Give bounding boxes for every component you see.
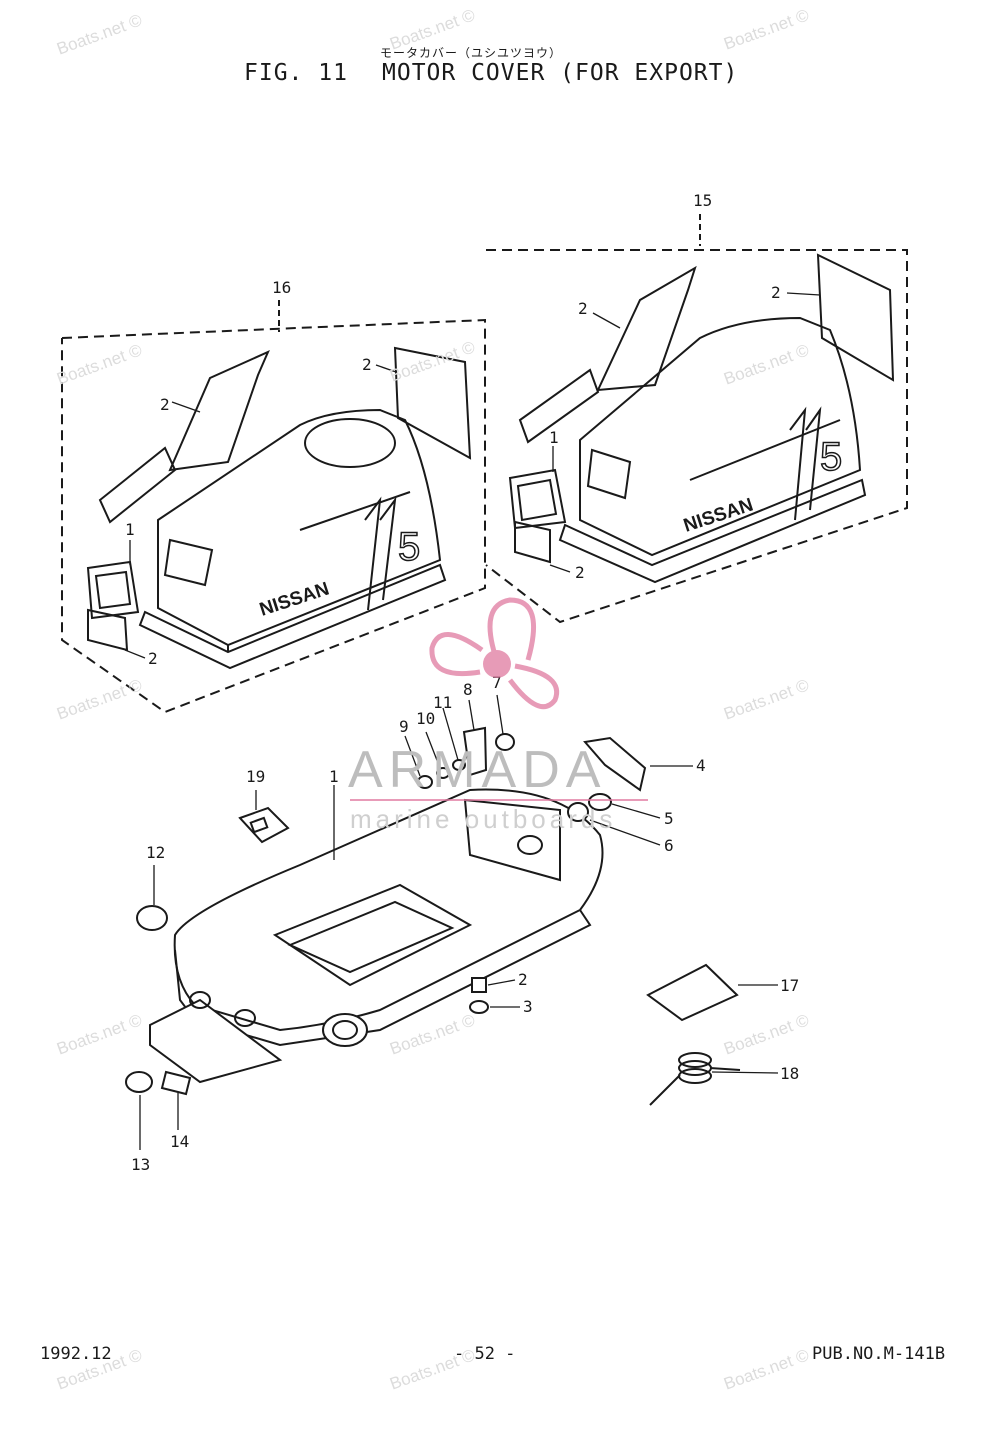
footer-date: 1992.12 <box>40 1344 112 1364</box>
part-14-plate <box>160 1070 192 1096</box>
callout-1-pan: 1 <box>329 767 339 786</box>
page-title: MOTOR COVER (FOR EXPORT) <box>382 60 739 86</box>
callout-19: 19 <box>246 767 265 786</box>
callout-8: 8 <box>463 680 473 699</box>
left-cover-model-decal: 5 <box>398 525 420 569</box>
callout-16: 16 <box>272 278 291 297</box>
group-15-outline <box>485 249 908 624</box>
part-10-washer <box>436 767 450 779</box>
callout-14: 14 <box>170 1132 189 1151</box>
part-13-plug <box>125 1071 153 1093</box>
group-16-outline <box>61 318 486 714</box>
footer-page-number: - 52 - <box>454 1344 516 1364</box>
callout-2-bolt: 2 <box>518 970 528 989</box>
callout-12: 12 <box>146 843 165 862</box>
callout-10: 10 <box>416 709 435 728</box>
figure-label: FIG. 11 <box>244 60 348 86</box>
callout-2-left-lower: 2 <box>148 649 158 668</box>
part-4-latch <box>583 736 647 792</box>
part-11-nut <box>452 759 466 771</box>
callout-7: 7 <box>492 673 502 692</box>
part-2-bolt <box>471 977 487 993</box>
callout-2-left-panel: 2 <box>362 355 372 374</box>
callout-5: 5 <box>664 809 674 828</box>
callout-2-left-decal: 2 <box>160 395 170 414</box>
japanese-title: モータカバー（ユシユツヨウ） <box>380 46 563 60</box>
callout-1-left-badge: 1 <box>125 520 135 539</box>
right-cover-model-decal: 5 <box>820 435 842 479</box>
callout-9: 9 <box>399 717 409 736</box>
motor-cover-left: NISSAN 5 <box>86 346 472 670</box>
callout-1-right-badge: 1 <box>549 428 559 447</box>
callout-4: 4 <box>696 756 706 775</box>
callout-17: 17 <box>780 976 799 995</box>
part-17-pad <box>646 963 739 1022</box>
footer-publication-number: PUB.NO.M-141B <box>812 1344 946 1364</box>
callout-3: 3 <box>523 997 533 1016</box>
part-12-plug <box>136 905 168 931</box>
callout-11: 11 <box>433 693 452 712</box>
armada-logo-text: ARMADA <box>348 741 607 799</box>
armada-logo-subtext: marine outboards <box>350 804 617 834</box>
part-6-bushing <box>567 802 589 822</box>
callout-13: 13 <box>131 1155 150 1174</box>
callout-2-right-lower: 2 <box>575 563 585 582</box>
callout-18: 18 <box>780 1064 799 1083</box>
part-8-lever <box>462 726 488 777</box>
armada-logo-watermark <box>350 597 648 801</box>
callout-2-right-panel: 2 <box>771 283 781 302</box>
part-18-spring <box>649 1052 741 1106</box>
part-19-grommet <box>238 806 290 844</box>
part-3-washer <box>469 1000 489 1014</box>
motor-cover-right: NISSAN 5 <box>508 253 895 584</box>
part-5-washer <box>588 793 612 811</box>
callout-15: 15 <box>693 191 712 210</box>
part-9-screw <box>417 775 433 789</box>
callout-6: 6 <box>664 836 674 855</box>
callout-2-right-decal: 2 <box>578 299 588 318</box>
lower-motor-cover <box>149 788 604 1084</box>
part-7-bushing <box>495 733 515 751</box>
